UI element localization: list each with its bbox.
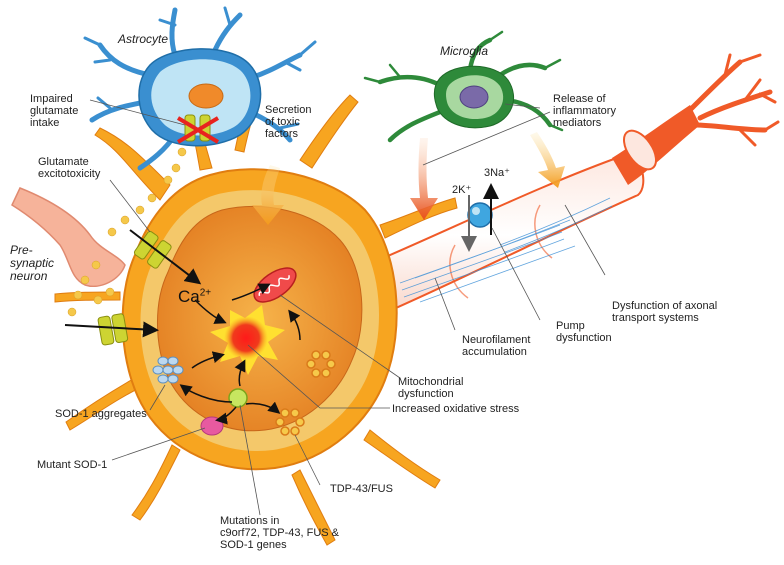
microglia-cell [363,30,564,143]
mitochondrial-line-2: dysfunction [398,388,454,400]
glutamate-molecules [67,130,190,317]
sod1-aggregates [152,356,184,384]
mutations-line-1: Mutations in [220,515,280,527]
mutant-sod1-label: Mutant SOD-1 [37,459,108,471]
astrocyte-cell [83,6,317,171]
secretion-toxic-label: Secretion of toxic factors [265,104,311,140]
tdp43-fus-cluster-lower [275,408,305,436]
presynaptic-title-line-2: synaptic [10,256,55,270]
pump-dysfunction-line-1: Pump [556,320,585,332]
leader-lines [89,99,606,516]
mutations-label: Mutations in c9orf72, TDP-43, FUS & SOD-… [220,515,339,551]
impaired-glutamate-label: Impaired glutamate intake [30,93,78,129]
mutations-line-2: c9orf72, TDP-43, FUS & [220,527,340,539]
neurofilament-label: Neurofilament accumulation [462,334,530,358]
calcium-charge: 2+ [199,287,212,299]
mitochondrial-line-1: Mitochondrial [398,376,464,388]
oxidative-stress-burst [210,305,285,375]
release-inflammatory-label: Release of inflammatory mediators [553,93,616,129]
axon-terminal-branches [687,59,773,133]
impaired-glutamate-line-1: Impaired [30,93,73,105]
mutations-line-3: SOD-1 genes [220,539,287,551]
release-inflammatory-line-1: Release of [553,93,606,105]
inflammation-arrow-right [530,132,565,188]
release-inflammatory-line-3: mediators [553,117,602,129]
neurofilament-lines [399,197,613,303]
astrocyte-title: Astrocyte [118,32,169,46]
presynaptic-title-line-3: neuron [10,269,48,283]
calcium-symbol: Ca [178,287,200,306]
glutamate-excitotoxicity-label: Glutamate excitotoxicity [38,156,100,180]
dysfunction-axonal-line-2: transport systems [612,312,699,324]
na-k-pump [461,183,499,252]
presynaptic-title-line-1: Pre- [10,243,33,257]
axon [354,53,780,317]
glutamate-excitotoxicity-line-1: Glutamate [38,156,89,168]
sod1-aggregates-label: SOD-1 aggregates [55,408,147,420]
secretion-arrow [252,165,284,225]
pump-dysfunction-line-2: dysfunction [556,332,612,344]
glutamate-excitotoxicity-line-2: excitotoxicity [38,168,101,180]
tdp43-fus-label: TDP-43/FUS [330,483,393,495]
mitochondrial-label: Mitochondrial dysfunction [398,376,463,400]
secretion-toxic-line-3: factors [265,128,299,140]
microglia-title: Microglia [440,44,489,58]
presynaptic-title: Pre- synaptic neuron [10,244,54,283]
inflammation-arrow-left [410,138,438,220]
calcium-ion-label: Ca2+ [178,287,211,307]
potassium-label: 2K⁺ [452,184,472,196]
neurofilament-line-2: accumulation [462,346,527,358]
secretion-toxic-line-1: Secretion [265,104,312,116]
pump-dysfunction-label: Pump dysfunction [556,320,612,344]
gene-mutation [228,388,248,408]
impaired-glutamate-line-3: intake [30,117,60,129]
sodium-label: 3Na⁺ [484,167,510,179]
neurofilament-line-1: Neurofilament [462,334,531,346]
internal-pathway-arrows [179,283,301,425]
tdp43-fus-cluster-upper [306,350,336,378]
secretion-toxic-line-2: of toxic [265,116,300,128]
dysfunction-axonal-label: Dysfunction of axonal transport systems [612,300,717,324]
dysfunction-axonal-line-1: Dysfunction of axonal [612,300,718,312]
oxidative-stress-label: Increased oxidative stress [392,403,520,415]
impaired-glutamate-line-2: glutamate [30,105,79,117]
release-inflammatory-line-2: inflammatory [553,105,616,117]
